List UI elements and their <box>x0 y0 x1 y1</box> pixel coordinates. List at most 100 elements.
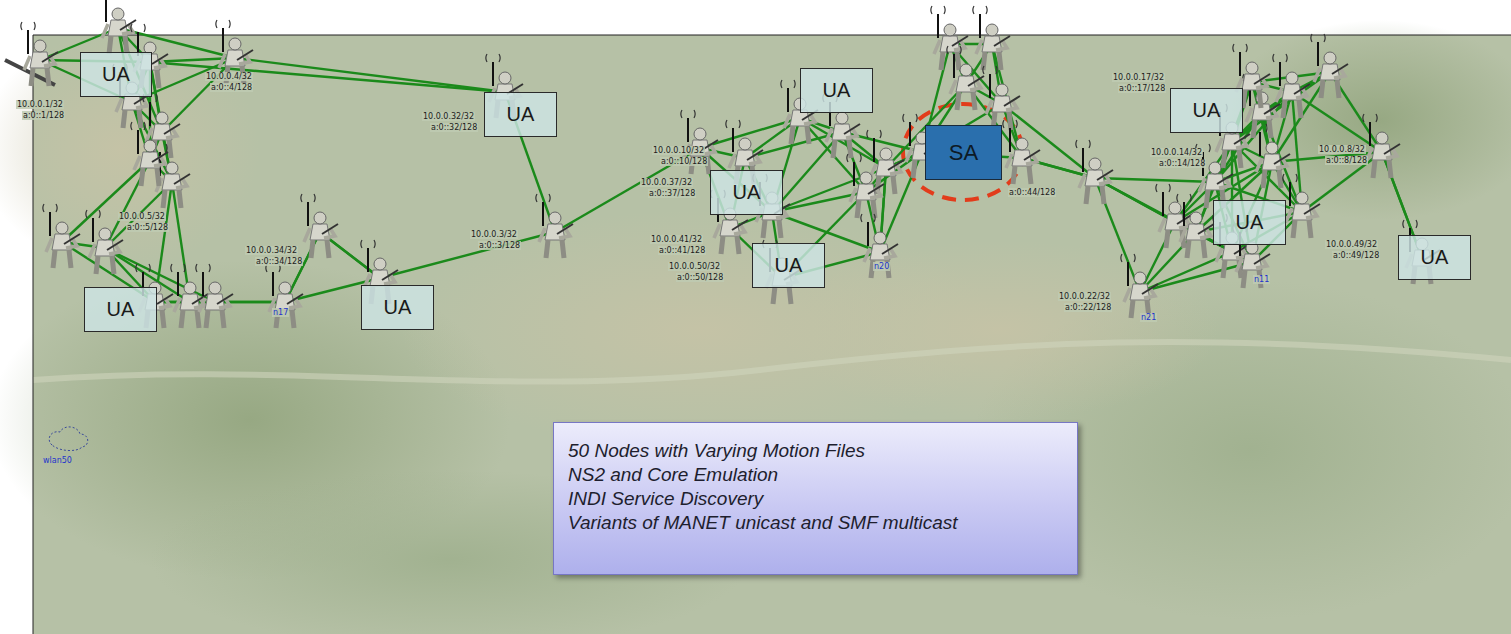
user-agent-box: UA <box>1398 235 1471 280</box>
address-label: 10.0.0.14/32 <box>1150 148 1203 157</box>
address-label: 10.0.0.5/32 <box>118 212 166 221</box>
soldier-head <box>694 128 706 140</box>
address-label: 10.0.0.4/32 <box>205 72 253 81</box>
soldier-icon <box>1076 140 1113 204</box>
soldier-rifle <box>882 244 898 254</box>
terrain-patch <box>0 30 260 270</box>
radio-waves <box>361 240 375 248</box>
address-label: a:0::44/128 <box>1008 188 1056 197</box>
radio-waves <box>1311 34 1325 42</box>
soldier-legs <box>1187 240 1205 258</box>
agent-label: UA <box>507 103 535 126</box>
radio-antenna <box>1259 132 1261 156</box>
soldier-head <box>34 40 46 52</box>
radio-waves <box>861 214 875 222</box>
soldier-head <box>996 84 1008 96</box>
soldier-head <box>1089 158 1101 170</box>
radio-antenna <box>367 248 369 272</box>
radio-waves <box>196 264 210 272</box>
address-label: a:0::37/128 <box>648 189 696 198</box>
soldier-head <box>860 172 872 184</box>
soldier-head <box>156 112 168 124</box>
soldier-head <box>880 148 892 160</box>
radio-antenna <box>1009 128 1011 152</box>
address-label: 10.0.0.3/32 <box>470 230 518 239</box>
soldier-head <box>549 212 561 224</box>
node-id: n21 <box>1140 313 1157 322</box>
soldier-head <box>1296 192 1308 204</box>
soldier-rifle <box>1384 144 1400 154</box>
soldier-icon <box>947 46 984 110</box>
soldier-arms <box>199 298 230 312</box>
radio-waves <box>1403 220 1417 228</box>
radio-waves <box>681 110 695 118</box>
radio-antenna <box>149 102 151 126</box>
soldier-head <box>1190 212 1202 224</box>
radio-waves <box>536 194 550 202</box>
agent-label: UA <box>102 63 130 86</box>
radio-waves <box>131 122 145 130</box>
soldier-icon <box>21 22 58 86</box>
radio-waves <box>131 24 145 32</box>
address-label: 10.0.0.49/32 <box>1325 240 1378 249</box>
soldier-arms <box>46 238 77 252</box>
radio-antenna <box>542 202 544 226</box>
soldier-arms <box>1006 154 1037 168</box>
soldier-legs <box>96 256 114 274</box>
soldier-legs <box>763 220 781 238</box>
radio-waves <box>983 66 997 74</box>
soldier-icon <box>983 66 1020 130</box>
soldier-rifle <box>1254 74 1270 84</box>
radio-antenna <box>1317 42 1319 66</box>
soldier-head <box>986 24 998 36</box>
radio-antenna <box>873 138 875 162</box>
radio-antenna <box>787 88 789 112</box>
soldier-head <box>144 140 156 152</box>
soldier-head <box>960 64 972 76</box>
node-id: n20 <box>873 262 890 271</box>
agent-label: UA <box>1421 246 1449 269</box>
soldier-icon <box>1363 114 1400 178</box>
radio-waves <box>171 264 185 272</box>
radio-link <box>235 58 505 92</box>
soldier-arms <box>1286 208 1317 222</box>
soldier-head <box>944 24 956 36</box>
soldier-legs <box>833 140 851 158</box>
callout-line: INDI Service Discovery <box>568 487 763 511</box>
address-label: a:0::32/128 <box>430 123 478 132</box>
radio-link <box>1095 178 1175 222</box>
soldier-legs <box>141 168 159 186</box>
soldier-legs <box>1013 166 1031 184</box>
soldier-rifle <box>1274 154 1290 164</box>
soldier-legs <box>791 126 809 144</box>
address-label: 10.0.0.8/32 <box>1318 145 1366 154</box>
soldier-legs <box>123 110 141 128</box>
soldier-arms <box>102 24 133 38</box>
soldier-rifle <box>174 174 190 184</box>
soldier-icon <box>1283 174 1320 238</box>
radio-waves <box>1156 184 1170 192</box>
radio-waves <box>1076 140 1090 148</box>
soldier-arms <box>1180 228 1211 242</box>
soldier-rifle <box>844 124 860 134</box>
soldier-legs <box>1283 100 1301 118</box>
radio-antenna <box>1279 62 1281 86</box>
soldier-arms <box>784 114 815 128</box>
soldier-head <box>209 282 221 294</box>
radio-waves <box>1121 254 1135 262</box>
soldier-rifle <box>157 294 173 304</box>
radio-links <box>40 28 1422 302</box>
soldier-icon <box>1177 194 1214 258</box>
user-agent-box: UA <box>84 287 157 332</box>
soldier-icon <box>171 264 208 328</box>
soldier-head <box>1266 142 1278 154</box>
soldier-legs <box>721 236 739 254</box>
soldier-arms <box>134 156 165 170</box>
frame-line <box>33 35 1511 634</box>
radio-link <box>1292 92 1382 152</box>
radio-antenna <box>1239 52 1241 76</box>
user-agent-box: UA <box>484 92 557 137</box>
terrain-patch <box>780 240 1220 420</box>
soldier-head <box>279 282 291 294</box>
